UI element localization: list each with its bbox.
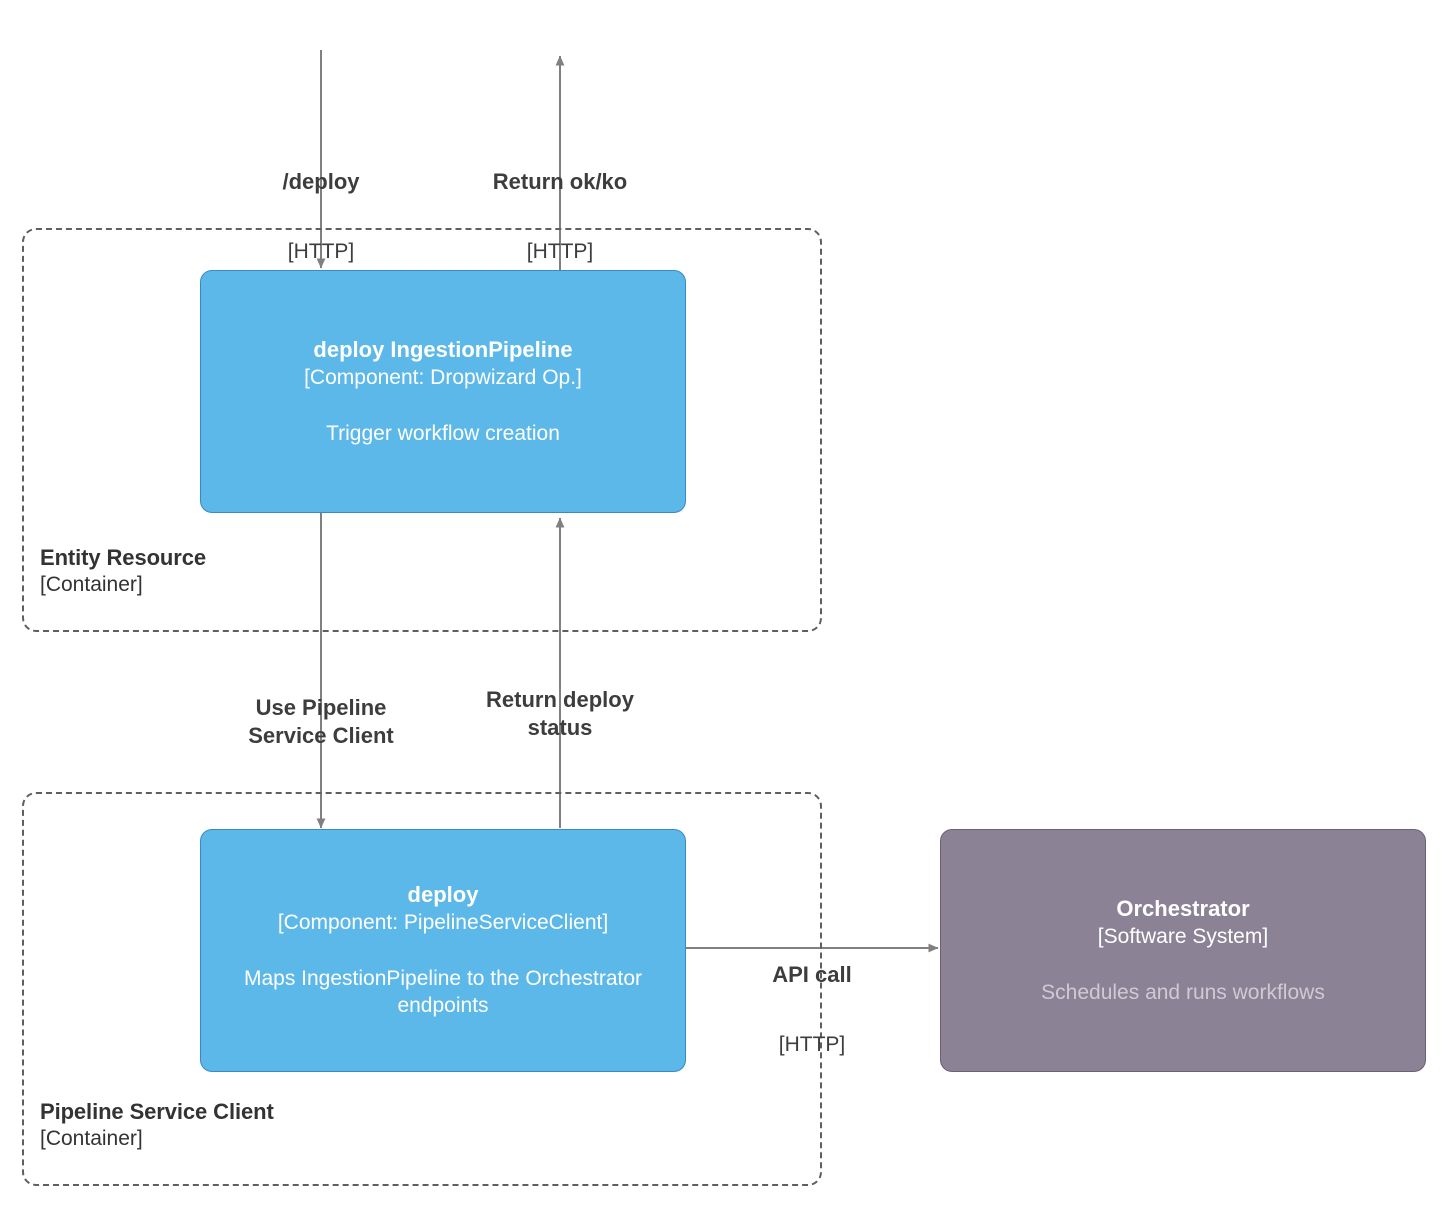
edge-label-return-deploy-status: Return deploy status — [455, 644, 665, 784]
edge-label-text: /deploy — [282, 168, 360, 194]
node-description: Trigger workflow creation — [326, 421, 560, 445]
edge-label-technology: [HTTP] — [526, 239, 594, 263]
node-name: Orchestrator — [1116, 895, 1250, 921]
edge-label-technology: [HTTP] — [287, 239, 355, 263]
boundary-type: [Container] — [40, 573, 143, 597]
node-type: [Software System] — [1097, 925, 1269, 949]
boundary-entity-resource — [22, 228, 822, 632]
boundary-pipeline-service-client — [22, 792, 822, 1186]
edge-label-text: Use Pipeline Service Client — [248, 694, 394, 749]
boundary-name: Entity Resource — [40, 545, 206, 570]
node-orchestrator[interactable]: Orchestrator [Software System] Schedules… — [940, 829, 1426, 1072]
node-deploy-pipeline-service-client[interactable]: deploy [Component: PipelineServiceClient… — [200, 829, 686, 1072]
node-deploy-ingestion-pipeline[interactable]: deploy IngestionPipeline [Component: Dro… — [200, 270, 686, 513]
node-description: Schedules and runs workflows — [1041, 980, 1325, 1004]
node-description: Maps IngestionPipeline to the Orchestrat… — [243, 966, 643, 1018]
node-name: deploy — [407, 881, 479, 907]
boundary-name: Pipeline Service Client — [40, 1099, 274, 1124]
boundary-label-pipeline-service-client: Pipeline Service Client [Container] — [40, 1098, 274, 1153]
edge-label-deploy-request: /deploy [HTTP] — [221, 126, 421, 307]
edge-label-technology: [HTTP] — [778, 1032, 846, 1056]
edge-label-use-pipeline-service-client: Use Pipeline Service Client — [216, 652, 426, 792]
edge-label-text: Return deploy status — [486, 686, 634, 741]
edge-label-return-ok-ko: Return ok/ko [HTTP] — [455, 126, 665, 307]
edge-label-api-call: API call [HTTP] — [712, 919, 912, 1100]
node-name: deploy IngestionPipeline — [313, 336, 573, 362]
node-type: [Component: Dropwizard Op.] — [304, 366, 582, 390]
boundary-type: [Container] — [40, 1127, 143, 1151]
node-type: [Component: PipelineServiceClient] — [277, 911, 609, 935]
edge-label-text: Return ok/ko — [492, 168, 628, 194]
boundary-label-entity-resource: Entity Resource [Container] — [40, 544, 206, 599]
edge-label-text: API call — [772, 961, 852, 987]
